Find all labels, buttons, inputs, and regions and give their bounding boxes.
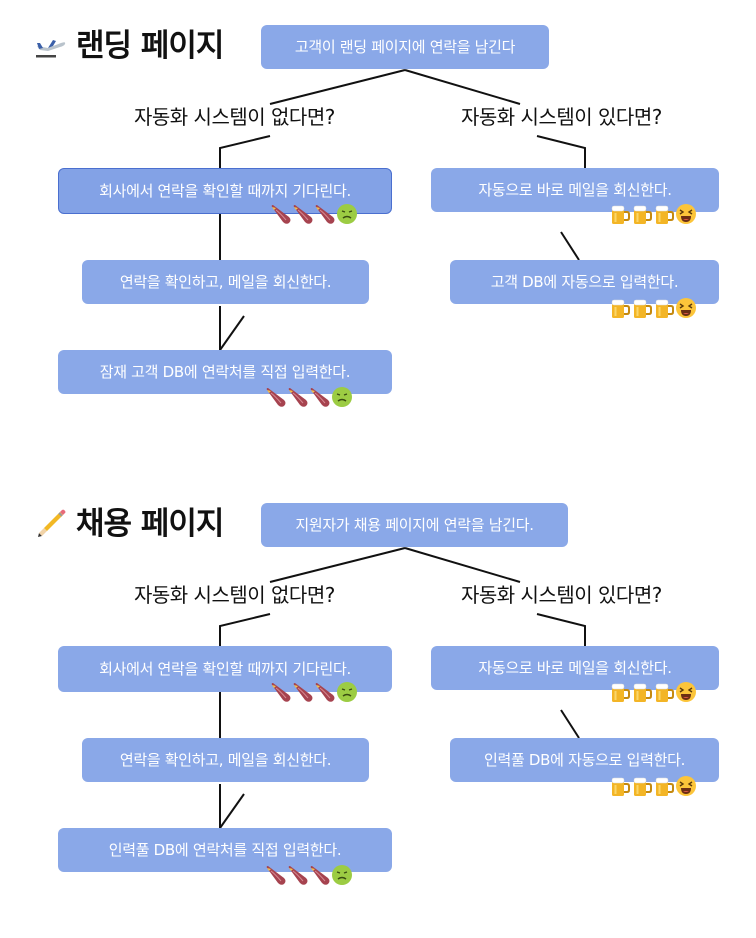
section-title: 랜딩 페이지 (34, 26, 224, 66)
connector-right-top (536, 613, 586, 646)
beer-mug-icon (611, 299, 630, 318)
sweet-potato-icon (266, 866, 286, 885)
connector-right-1 (560, 709, 580, 739)
manual-step-wait[interactable]: 회사에서 연락을 확인할 때까지 기다린다. (58, 646, 392, 692)
manual-step-reply[interactable]: 연락을 확인하고, 메일을 회신한다. (82, 738, 369, 782)
flow-lines (219, 547, 586, 829)
laughing-face-icon (676, 298, 696, 318)
nauseated-face-icon (332, 387, 352, 407)
beer-mug-icon (633, 299, 652, 318)
step-text: 인력풀 DB에 연락처를 직접 입력한다. (108, 841, 342, 859)
laughing-face-icon (676, 204, 696, 224)
trigger-text: 지원자가 채용 페이지에 연락을 남긴다. (295, 516, 534, 534)
hiring-section: 채용 페이지 지원자가 채용 페이지에 연락을 남긴다. 자동화 시스템이 없다… (0, 478, 756, 938)
trigger-box[interactable]: 고객이 랜딩 페이지에 연락을 남긴다 (261, 25, 549, 69)
sweet-potato-icon (271, 205, 291, 224)
sweet-potato-icon (293, 683, 313, 702)
step-text: 잠재 고객 DB에 연락처를 직접 입력한다. (99, 363, 351, 381)
trigger-box[interactable]: 지원자가 채용 페이지에 연락을 남긴다. (261, 503, 568, 547)
sweet-potato-icon (288, 388, 308, 407)
sweet-potato-icon (288, 866, 308, 885)
no-system-label: 자동화 시스템이 없다면? (134, 583, 335, 607)
connector-left-top (219, 613, 271, 646)
sweet-potato-icon (293, 205, 313, 224)
step-text: 연락을 확인하고, 메일을 회신한다. (119, 273, 332, 291)
beer-mug-icon (655, 299, 674, 318)
split-line-right (404, 547, 521, 583)
beer-mug-icon (611, 777, 630, 796)
section-title: 채용 페이지 (34, 504, 224, 544)
auto-step-reply[interactable]: 자동으로 바로 메일을 회신한다. (431, 646, 719, 690)
manual-step-enter-db[interactable]: 인력풀 DB에 연락처를 직접 입력한다. (58, 828, 392, 872)
sweet-potato-icon (315, 683, 335, 702)
manual-step-wait[interactable]: 회사에서 연락을 확인할 때까지 기다린다. (58, 168, 392, 214)
step-text: 회사에서 연락을 확인할 때까지 기다린다. (99, 182, 351, 200)
beer-mug-icon (655, 205, 674, 224)
rating-auto-enter-db (609, 297, 697, 319)
step-text: 회사에서 연락을 확인할 때까지 기다린다. (99, 660, 351, 678)
trigger-text: 고객이 랜딩 페이지에 연락을 남긴다 (294, 38, 516, 56)
with-system-label: 자동화 시스템이 있다면? (461, 583, 662, 607)
rating-auto-reply (609, 681, 697, 703)
airplane-icon (36, 40, 66, 58)
rating-auto-reply (609, 203, 697, 225)
nauseated-face-icon (337, 204, 357, 224)
beer-mug-icon (655, 777, 674, 796)
auto-step-enter-db[interactable]: 인력풀 DB에 자동으로 입력한다. (450, 738, 719, 782)
beer-mug-icon (611, 205, 630, 224)
nauseated-face-icon (332, 865, 352, 885)
beer-mug-icon (655, 683, 674, 702)
step-text: 고객 DB에 자동으로 입력한다. (490, 273, 679, 291)
manual-step-enter-db[interactable]: 잠재 고객 DB에 연락처를 직접 입력한다. (58, 350, 392, 394)
split-line-right (404, 69, 521, 105)
connector-left-2-tail (219, 315, 245, 351)
landing-section: 랜딩 페이지 고객이 랜딩 페이지에 연락을 남긴다 자동화 시스템이 없다면?… (0, 0, 756, 460)
beer-mug-icon (633, 777, 652, 796)
sweet-potato-icon (315, 205, 335, 224)
rating-auto-enter-db (609, 775, 697, 797)
beer-mug-icon (611, 683, 630, 702)
connector-left-2-tail (219, 793, 245, 829)
rating-manual-wait (270, 681, 358, 703)
step-text: 연락을 확인하고, 메일을 회신한다. (119, 751, 332, 769)
section-title-text: 랜딩 페이지 (76, 28, 224, 64)
connector-left-top (219, 135, 271, 168)
nauseated-face-icon (337, 682, 357, 702)
auto-step-reply[interactable]: 자동으로 바로 메일을 회신한다. (431, 168, 719, 212)
pencil-icon (38, 509, 66, 537)
rating-manual-enter-db (265, 386, 353, 408)
connector-right-top (536, 135, 586, 168)
section-title-text: 채용 페이지 (76, 506, 224, 542)
step-text: 자동으로 바로 메일을 회신한다. (478, 659, 672, 677)
beer-mug-icon (633, 683, 652, 702)
split-line-left (269, 69, 406, 105)
rating-manual-enter-db (265, 864, 353, 886)
step-text: 인력풀 DB에 자동으로 입력한다. (483, 751, 686, 769)
sweet-potato-icon (310, 866, 330, 885)
auto-step-enter-db[interactable]: 고객 DB에 자동으로 입력한다. (450, 260, 719, 304)
sweet-potato-icon (310, 388, 330, 407)
manual-step-reply[interactable]: 연락을 확인하고, 메일을 회신한다. (82, 260, 369, 304)
step-text: 자동으로 바로 메일을 회신한다. (478, 181, 672, 199)
rating-manual-wait (270, 203, 358, 225)
laughing-face-icon (676, 682, 696, 702)
connector-right-1 (560, 231, 580, 261)
with-system-label: 자동화 시스템이 있다면? (461, 105, 662, 129)
beer-mug-icon (633, 205, 652, 224)
split-line-left (269, 547, 406, 583)
sweet-potato-icon (271, 683, 291, 702)
sweet-potato-icon (266, 388, 286, 407)
flow-lines (219, 69, 586, 351)
laughing-face-icon (676, 776, 696, 796)
no-system-label: 자동화 시스템이 없다면? (134, 105, 335, 129)
